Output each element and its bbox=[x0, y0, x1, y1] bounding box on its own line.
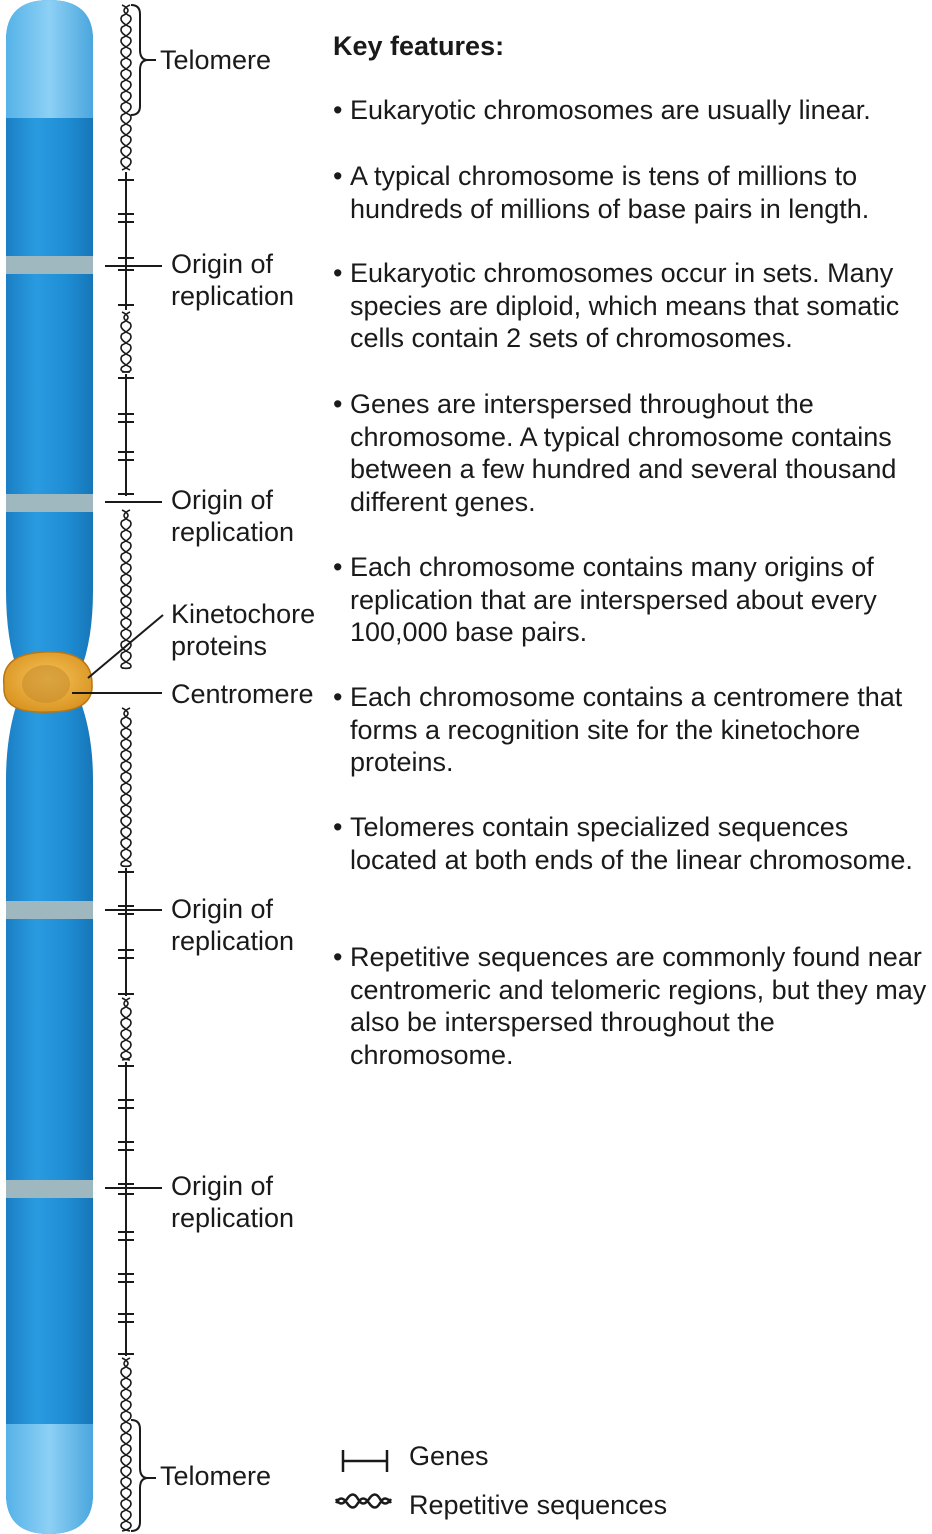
origin-label-2: Origin of replication bbox=[171, 485, 295, 547]
repetitive-sequence bbox=[120, 4, 132, 171]
bullet: • bbox=[333, 161, 343, 191]
repetitive-sequence bbox=[120, 707, 132, 868]
feature-text: Telomeres contain specialized sequences … bbox=[350, 812, 913, 875]
feature-text: A typical chromosome is tens of millions… bbox=[350, 161, 870, 224]
bullet: • bbox=[333, 552, 343, 582]
repetitive-sequence bbox=[120, 311, 132, 373]
telomere-label-bottom: Telomere bbox=[160, 1461, 272, 1491]
origin-label-3: Origin of replication bbox=[171, 894, 295, 956]
repetitive-sequence bbox=[120, 997, 132, 1061]
chromosome-top-tip bbox=[6, 0, 93, 118]
legend-repetitive-label: Repetitive sequences bbox=[409, 1490, 668, 1520]
repetitive-sequence bbox=[120, 4, 132, 171]
telomere-label-top: Telomere bbox=[160, 45, 272, 75]
legend-genes-label: Genes bbox=[409, 1441, 489, 1471]
dna-track bbox=[118, 4, 134, 1532]
bullet: • bbox=[333, 95, 343, 125]
centromere-label: Centromere bbox=[171, 679, 314, 709]
origin-band bbox=[6, 494, 93, 512]
repetitive-sequence bbox=[120, 509, 132, 670]
bullet: • bbox=[333, 812, 343, 842]
feature-text: Each chromosome contains many origins of… bbox=[350, 552, 877, 647]
bullet: • bbox=[333, 389, 343, 419]
feature-item: •Telomeres contain specialized sequences… bbox=[333, 811, 931, 876]
key-features-panel: Key features: •Eukaryotic chromosomes ar… bbox=[333, 30, 931, 1070]
bullet: • bbox=[333, 942, 343, 972]
bullet: • bbox=[333, 258, 343, 288]
chromosome bbox=[2, 0, 93, 1534]
feature-item: •A typical chromosome is tens of million… bbox=[333, 160, 931, 225]
key-features-heading: Key features: bbox=[333, 31, 505, 61]
feature-item: •Genes are interspersed throughout the c… bbox=[333, 388, 931, 518]
repetitive-sequence bbox=[120, 509, 132, 670]
origin-band bbox=[6, 256, 93, 274]
feature-text: Each chromosome contains a centromere th… bbox=[350, 682, 903, 777]
feature-item: •Repetitive sequences are commonly found… bbox=[333, 941, 931, 1071]
repetitive-sequence bbox=[120, 997, 132, 1061]
legend-repetitive-icon bbox=[334, 1493, 393, 1509]
kinetochore-leader bbox=[87, 614, 164, 679]
feature-item: •Eukaryotic chromosomes are usually line… bbox=[333, 94, 931, 127]
telomere-brace-top bbox=[130, 4, 149, 116]
feature-item: •Each chromosome contains many origins o… bbox=[333, 551, 931, 649]
repetitive-sequence bbox=[120, 1357, 132, 1532]
chromosome-lower-arm bbox=[6, 700, 93, 1534]
feature-item: •Eukaryotic chromosomes occur in sets. M… bbox=[333, 257, 931, 355]
origin-label-1: Origin of replication bbox=[171, 249, 295, 311]
bullet: • bbox=[333, 682, 343, 712]
repetitive-sequence bbox=[120, 1357, 132, 1532]
repetitive-sequence bbox=[120, 707, 132, 868]
feature-text: Repetitive sequences are commonly found … bbox=[350, 942, 927, 1070]
repetitive-sequence bbox=[120, 311, 132, 373]
kinetochore-label: Kinetochore proteins bbox=[171, 599, 316, 661]
feature-item: •Each chromosome contains a centromere t… bbox=[333, 681, 931, 779]
telomere-brace-bottom bbox=[130, 1419, 149, 1532]
origin-band bbox=[6, 901, 93, 919]
feature-text: Genes are interspersed throughout the ch… bbox=[350, 389, 897, 517]
centromere-core bbox=[22, 665, 70, 703]
feature-text: Eukaryotic chromosomes are usually linea… bbox=[350, 95, 871, 125]
chromosome-bottom-tip bbox=[6, 1424, 93, 1534]
feature-text: Eukaryotic chromosomes occur in sets. Ma… bbox=[350, 258, 900, 353]
origin-band bbox=[6, 1180, 93, 1198]
origin-label-4: Origin of replication bbox=[171, 1171, 295, 1233]
